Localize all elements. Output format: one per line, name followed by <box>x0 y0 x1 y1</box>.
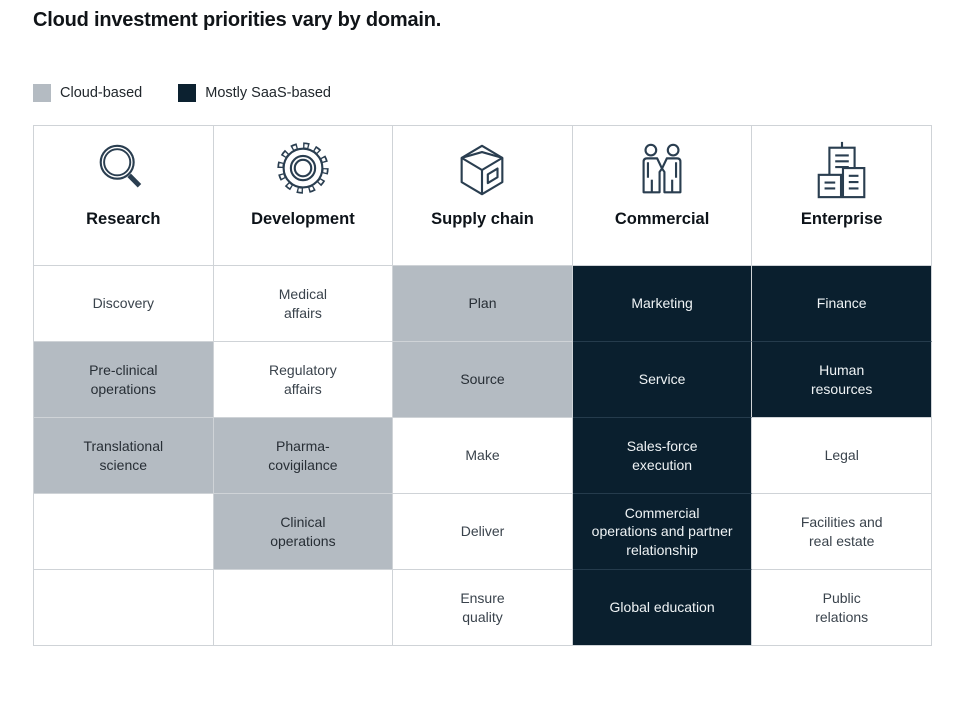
legend-label: Mostly SaaS-based <box>205 85 331 101</box>
cell-source: Source <box>393 342 573 418</box>
column-header-label: Enterprise <box>800 210 883 228</box>
column-header-enterprise: Enterprise <box>752 126 932 266</box>
buildings-icon <box>811 139 873 201</box>
column-header-label: Commercial <box>614 210 710 228</box>
column-header-commercial: Commercial <box>572 126 753 266</box>
cloud-based-swatch <box>33 84 51 102</box>
legend-label: Cloud-based <box>60 85 143 101</box>
legend-item-saas-based: Mostly SaaS-based <box>178 84 331 102</box>
partnership-people-icon <box>631 139 693 201</box>
saas-based-swatch <box>178 84 197 102</box>
shipping-box-icon <box>451 139 513 201</box>
cell-ensure-quality: Ensure quality <box>393 570 573 646</box>
cell-clinical-operations: Clinical operations <box>213 494 394 570</box>
cell-marketing: Marketing <box>572 266 753 342</box>
column-header-research: Research <box>34 126 214 266</box>
column-header-label: Supply chain <box>431 210 534 228</box>
cell-deliver: Deliver <box>393 494 573 570</box>
cell-facilities-and-real-estate: Facilities and real estate <box>752 494 932 570</box>
cell-empty <box>34 494 214 570</box>
cell-empty <box>213 570 394 646</box>
cell-service: Service <box>572 342 753 418</box>
domain-matrix-table: Research Development Supply chain <box>33 125 932 646</box>
cell-regulatory-affairs: Regulatory affairs <box>213 342 394 418</box>
column-header-label: Research <box>86 210 161 228</box>
magnifier-icon <box>92 139 154 201</box>
cell-make: Make <box>393 418 573 494</box>
cell-plan: Plan <box>393 266 573 342</box>
cell-translational-science: Translational science <box>34 418 214 494</box>
page-title: Cloud investment priorities vary by doma… <box>33 9 442 31</box>
cell-medical-affairs: Medical affairs <box>213 266 394 342</box>
cell-global-education: Global education <box>572 570 753 646</box>
cell-public-relations: Public relations <box>752 570 932 646</box>
cell-commercial-operations-and-partner-relationship: Commercial operations and partner relati… <box>572 494 753 570</box>
cell-legal: Legal <box>752 418 932 494</box>
cell-pre-clinical-operations: Pre-clinical operations <box>34 342 214 418</box>
column-header-development: Development <box>213 126 394 266</box>
cell-sales-force-execution: Sales-force execution <box>572 418 753 494</box>
gear-icon <box>272 139 334 201</box>
cell-pharmacovigilance: Pharma- covigilance <box>213 418 394 494</box>
cell-human-resources: Human resources <box>752 342 932 418</box>
legend: Cloud-based Mostly SaaS-based <box>33 84 331 102</box>
cell-empty <box>34 570 214 646</box>
cell-discovery: Discovery <box>34 266 214 342</box>
column-header-supply-chain: Supply chain <box>393 126 573 266</box>
legend-item-cloud-based: Cloud-based <box>33 84 142 102</box>
cell-finance: Finance <box>752 266 932 342</box>
column-header-label: Development <box>251 210 355 228</box>
